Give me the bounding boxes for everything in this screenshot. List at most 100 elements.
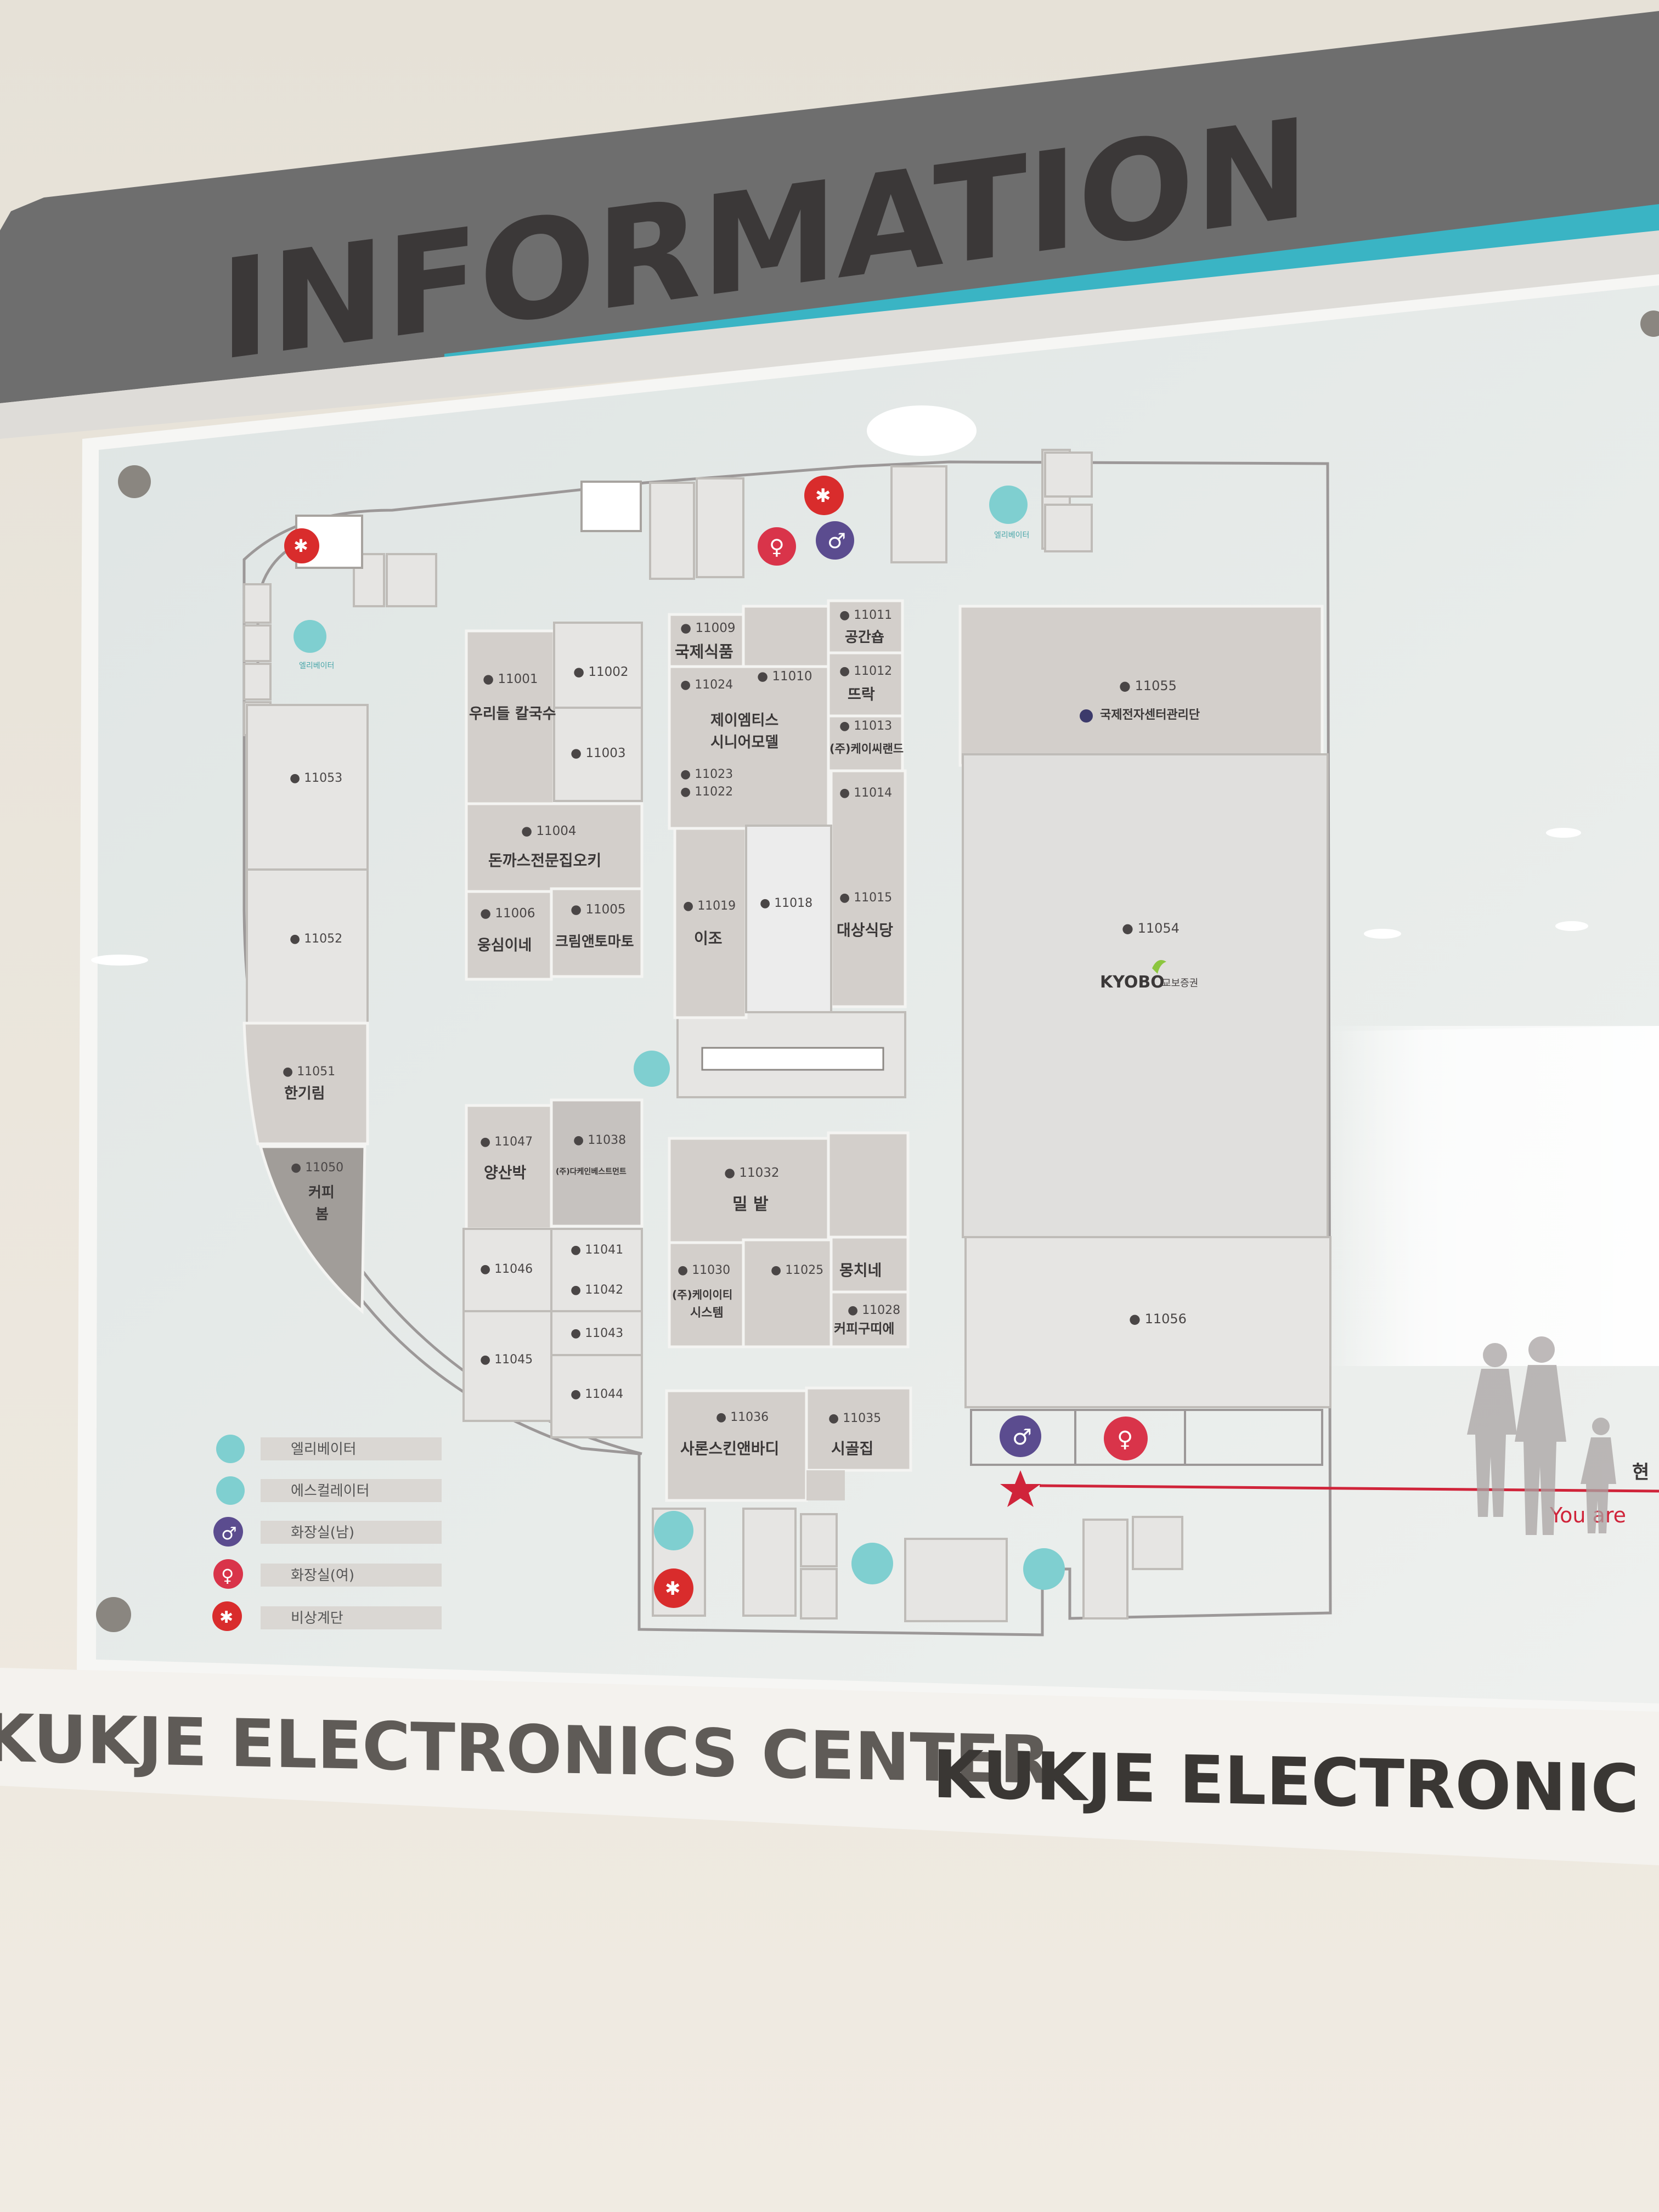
svg-text:♂: ♂ xyxy=(1012,1425,1032,1450)
unit-11043: ● 11043 xyxy=(571,1327,623,1340)
svg-text:크림앤토마토: 크림앤토마토 xyxy=(555,934,634,950)
elevator-icon xyxy=(1023,1548,1065,1590)
svg-text:● 11019: ● 11019 xyxy=(683,899,736,913)
womens-restroom-icon: ♀ xyxy=(1104,1417,1148,1460)
svg-text:뜨락: 뜨락 xyxy=(848,686,875,703)
legend-item-mens-restroom: ♂ 화장실(남) xyxy=(213,1517,442,1547)
screw-bolt xyxy=(96,1597,131,1632)
svg-text:에스컬레이터: 에스컬레이터 xyxy=(291,1483,370,1499)
svg-text:교보증권: 교보증권 xyxy=(1162,978,1198,989)
svg-text:봄: 봄 xyxy=(315,1206,329,1223)
svg-text:돈까스전문집오키: 돈까스전문집오키 xyxy=(488,851,601,870)
unit-11044: ● 11044 xyxy=(571,1387,623,1401)
unit-11053: ● 11053 xyxy=(290,771,342,785)
legend-item-womens-restroom: ♀ 화장실(여) xyxy=(213,1559,442,1589)
screw-bolt xyxy=(1640,311,1659,337)
people-silhouette xyxy=(1467,1336,1616,1535)
unit-11052: ● 11052 xyxy=(290,932,342,946)
svg-text:(주)케이씨랜드: (주)케이씨랜드 xyxy=(830,742,904,755)
unit-11022: ● 11022 xyxy=(680,785,733,799)
svg-text:웅심이네: 웅심이네 xyxy=(477,937,532,954)
svg-text:● 11001: ● 11001 xyxy=(483,672,538,686)
svg-text:● 11045: ● 11045 xyxy=(480,1353,533,1367)
svg-text:● 11042: ● 11042 xyxy=(571,1283,623,1297)
svg-text:현: 현 xyxy=(1632,1462,1649,1483)
elevator-icon: 엘리베이터 xyxy=(989,486,1029,540)
unit-11006: ● 11006 웅심이네 xyxy=(477,906,535,954)
svg-text:● 11023: ● 11023 xyxy=(680,768,733,781)
svg-text:커피구띠에: 커피구띠에 xyxy=(834,1321,894,1336)
svg-text:● 11025: ● 11025 xyxy=(771,1263,823,1277)
svg-text:몽치네: 몽치네 xyxy=(839,1261,882,1279)
svg-text:공간숍: 공간숍 xyxy=(845,629,884,646)
unit-11050: ● 11050 커피 봄 xyxy=(291,1161,343,1223)
svg-text:커피: 커피 xyxy=(308,1184,335,1201)
unit-11047: ● 11047 양산박 xyxy=(480,1135,533,1182)
unit-11018: ● 11018 xyxy=(760,896,812,910)
unit-11004: ● 11004 돈까스전문집오키 xyxy=(488,824,601,870)
svg-text:● 11014: ● 11014 xyxy=(839,786,892,800)
unit-11038: ● 11038 (주)다케인베스트먼트 xyxy=(556,1133,627,1176)
svg-text:● 11018: ● 11018 xyxy=(760,896,812,910)
elevator-icon xyxy=(654,1511,693,1550)
svg-text:엘리베이터: 엘리베이터 xyxy=(291,1441,357,1458)
svg-text:엘리베이터: 엘리베이터 xyxy=(299,662,334,670)
mens-restroom-icon: ♂ xyxy=(816,521,854,560)
svg-text:대상식당: 대상식당 xyxy=(837,921,893,939)
svg-text:● 11035: ● 11035 xyxy=(828,1412,881,1425)
svg-text:♀: ♀ xyxy=(1117,1427,1133,1452)
svg-text:● 11050: ● 11050 xyxy=(291,1161,343,1175)
unit-11013: ● 11013 (주)케이씨랜드 xyxy=(830,719,904,755)
svg-text:시니어모델: 시니어모델 xyxy=(710,734,778,751)
svg-text:● 11041: ● 11041 xyxy=(571,1243,623,1257)
footer-strip: KUKJE ELECTRONICS CENTER KUKJE ELECTRONI… xyxy=(0,1668,1659,1865)
unit-11015: ● 11015 대상식당 xyxy=(837,891,893,939)
mens-restroom-icon: ♂ xyxy=(1000,1415,1041,1457)
unit-11009: ● 11009 국제식품 xyxy=(675,621,736,661)
svg-text:♂: ♂ xyxy=(827,529,846,553)
svg-text:엘리베이터: 엘리베이터 xyxy=(994,531,1029,540)
svg-text:● 11002: ● 11002 xyxy=(573,665,629,679)
unit-11001: ● 11001 우리들 칼국수 xyxy=(469,672,556,723)
screw-bolt xyxy=(118,465,151,498)
svg-text:● 11052: ● 11052 xyxy=(290,932,342,946)
svg-text:● 11012: ● 11012 xyxy=(839,664,892,678)
kyobo-logo: KYOBO xyxy=(1100,973,1165,992)
svg-text:● 11036: ● 11036 xyxy=(716,1410,769,1424)
legend: 엘리베이터 에스컬레이터 ♂ 화장실(남) ♀ 화장실(여) ✱ xyxy=(212,1435,442,1631)
unit-11032: ● 11032 밀 밭 xyxy=(724,1166,780,1214)
unit-11036: ● 11036 사론스킨앤바디 xyxy=(680,1410,779,1458)
svg-text:● 11053: ● 11053 xyxy=(290,771,342,785)
svg-text:● 11006: ● 11006 xyxy=(480,906,535,921)
svg-text:✱: ✱ xyxy=(294,535,308,556)
legend-item-emergency-stairs: ✱ 비상계단 xyxy=(212,1601,442,1631)
svg-text:● 11056: ● 11056 xyxy=(1129,1311,1187,1327)
svg-text:● 11004: ● 11004 xyxy=(521,824,577,838)
unit-11051: ● 11051 한기림 xyxy=(283,1065,335,1102)
svg-text:한기림: 한기림 xyxy=(284,1085,325,1102)
svg-text:양산박: 양산박 xyxy=(484,1164,527,1182)
svg-text:국제식품: 국제식품 xyxy=(675,642,733,661)
unit-11025: ● 11025 몽치네 xyxy=(771,1261,882,1279)
unit-11002: ● 11002 xyxy=(573,665,629,679)
unit-11030: ● 11030 (주)케이이티 시스템 xyxy=(672,1263,732,1320)
svg-text:● 11030: ● 11030 xyxy=(678,1263,730,1277)
svg-text:● 11024: ● 11024 xyxy=(680,678,733,692)
legend-item-elevator: 엘리베이터 xyxy=(216,1435,442,1463)
svg-text:(주)다케인베스트먼트: (주)다케인베스트먼트 xyxy=(556,1167,627,1176)
svg-text:● 11009: ● 11009 xyxy=(680,621,736,635)
svg-text:● 11051: ● 11051 xyxy=(283,1065,335,1079)
elevator-icon: 엘리베이터 xyxy=(294,620,334,670)
svg-text:사론스킨앤바디: 사론스킨앤바디 xyxy=(680,1440,779,1458)
svg-text:● 11022: ● 11022 xyxy=(680,785,733,799)
svg-text:✱: ✱ xyxy=(665,1578,681,1600)
svg-text:제이엠티스: 제이엠티스 xyxy=(710,712,778,729)
unit-11046: ● 11046 xyxy=(480,1262,533,1276)
svg-text:시스템: 시스템 xyxy=(690,1306,724,1320)
svg-text:국제전자센터관리단: 국제전자센터관리단 xyxy=(1100,708,1200,722)
svg-text:우리들 칼국수: 우리들 칼국수 xyxy=(469,706,556,723)
svg-text:● 11015: ● 11015 xyxy=(839,891,892,905)
svg-text:화장실(여): 화장실(여) xyxy=(291,1567,354,1584)
unit-11054: ● 11054 KYOBO 교보증권 xyxy=(1100,921,1198,992)
